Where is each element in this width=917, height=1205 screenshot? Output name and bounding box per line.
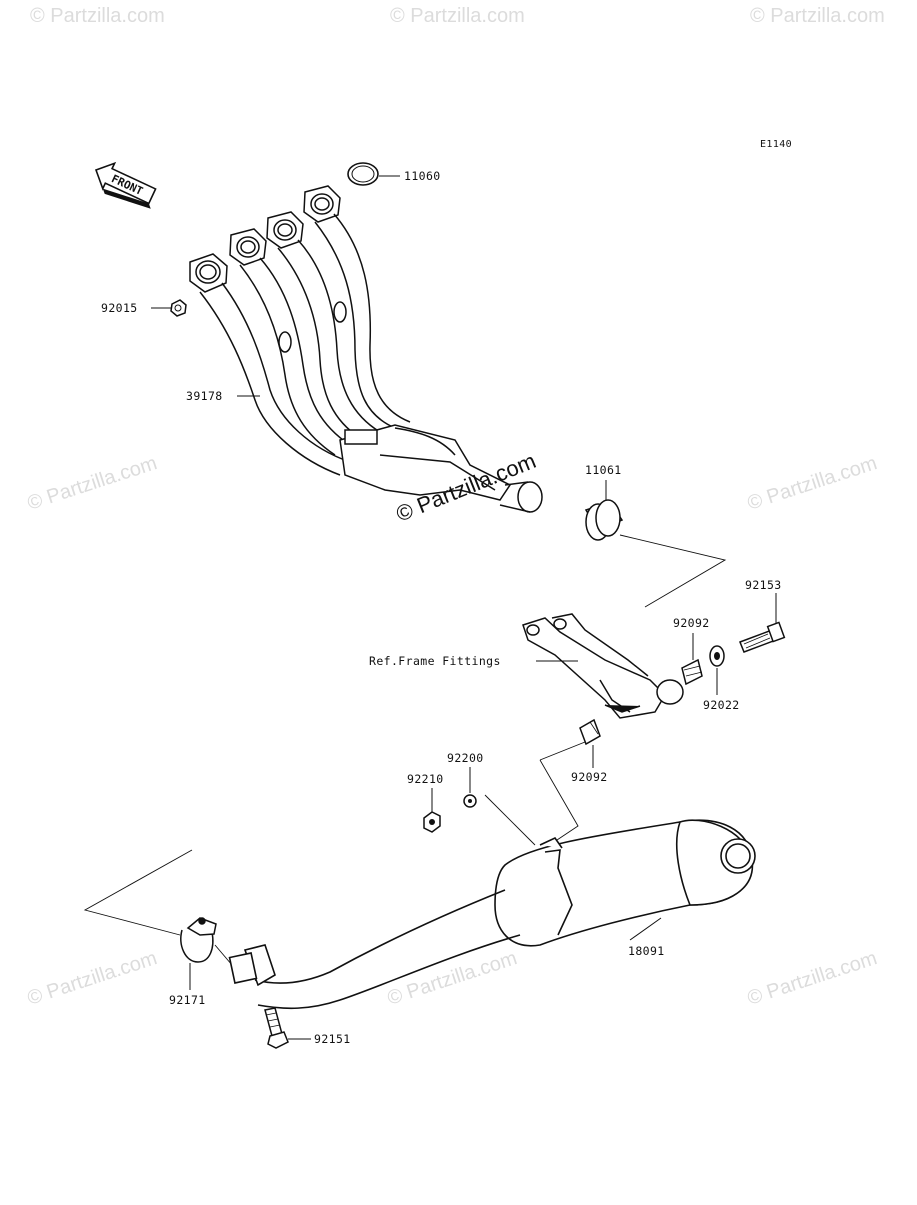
part-label-92092-lower[interactable]: 92092: [571, 770, 608, 784]
part-label-92153[interactable]: 92153: [745, 578, 782, 592]
washer-92022[interactable]: [709, 645, 725, 667]
bolt-92153[interactable]: [739, 621, 786, 653]
part-label-92092-upper[interactable]: 92092: [673, 616, 710, 630]
part-label-92151[interactable]: 92151: [314, 1032, 351, 1046]
part-label-92015[interactable]: 92015: [101, 301, 138, 315]
watermark-text: © Partzilla.com: [745, 452, 880, 515]
frame-bracket: [522, 613, 684, 719]
watermark-text: © Partzilla.com: [385, 947, 520, 1010]
part-label-39178[interactable]: 39178: [186, 389, 223, 403]
damper-92092-lower[interactable]: [579, 718, 601, 746]
muffler-18091[interactable]: [228, 819, 756, 1010]
watermark-text: © Partzilla.com: [30, 5, 165, 27]
watermark-text: © Partzilla.com: [390, 5, 525, 27]
part-label-92210[interactable]: 92210: [407, 772, 444, 786]
bolt-92151[interactable]: [264, 1007, 289, 1049]
nut-92210[interactable]: [423, 811, 441, 833]
front-arrow-icon: FRONT: [94, 161, 157, 209]
damper-92092-upper[interactable]: [681, 658, 703, 686]
watermark-text: © Partzilla.com: [25, 452, 160, 515]
leader-line: [629, 917, 662, 941]
part-label-11061[interactable]: 11061: [585, 463, 622, 477]
part-label-92022[interactable]: 92022: [703, 698, 740, 712]
nut-92015[interactable]: [170, 299, 187, 317]
part-label-92200[interactable]: 92200: [447, 751, 484, 765]
ref-frame-fittings-label: Ref.Frame Fittings: [369, 654, 501, 668]
part-label-11060[interactable]: 11060: [404, 169, 441, 183]
part-label-92171[interactable]: 92171: [169, 993, 206, 1007]
clamp-92171[interactable]: [180, 917, 217, 963]
part-label-18091[interactable]: 18091: [628, 944, 665, 958]
diagram-code: E1140: [760, 139, 792, 150]
exhaust-header-39178[interactable]: [189, 185, 543, 513]
connection-lines: [83, 534, 727, 966]
watermarks: © Partzilla.com © Partzilla.com © Partzi…: [25, 5, 885, 1010]
washer-92200[interactable]: [463, 794, 477, 808]
watermark-text: © Partzilla.com: [750, 5, 885, 27]
gasket-11061[interactable]: [584, 499, 624, 541]
watermark-text: © Partzilla.com: [25, 947, 160, 1010]
watermark-text: © Partzilla.com: [745, 947, 880, 1010]
gasket-11060[interactable]: [347, 162, 379, 186]
